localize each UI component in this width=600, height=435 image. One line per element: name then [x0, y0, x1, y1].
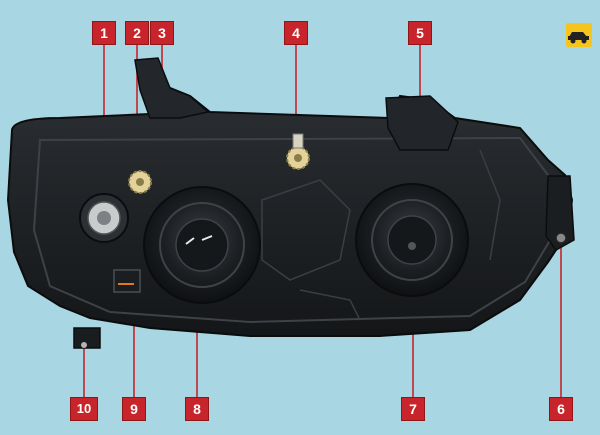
callout-6: 6: [550, 398, 572, 420]
callout-3: 3: [151, 22, 173, 44]
callout-4: 4: [285, 22, 307, 44]
callout-7: 7: [402, 398, 424, 420]
car-headlight-icon: [566, 23, 592, 47]
callout-8: 8: [186, 398, 208, 420]
low-beam-lamp: [143, 186, 261, 304]
high-beam-lamp: [355, 183, 469, 297]
side-lamp-socket: [79, 193, 129, 243]
turn-signal-connector: [113, 269, 141, 293]
adjuster-gear-horizontal: [286, 133, 310, 170]
callout-9: 9: [123, 398, 145, 420]
callout-1: 1: [93, 22, 115, 44]
callout-5: 5: [409, 22, 431, 44]
adjuster-gear-vertical: [128, 170, 152, 194]
callout-10: 10: [71, 398, 97, 420]
callout-2: 2: [126, 22, 148, 44]
housing-ribs: [261, 149, 501, 321]
